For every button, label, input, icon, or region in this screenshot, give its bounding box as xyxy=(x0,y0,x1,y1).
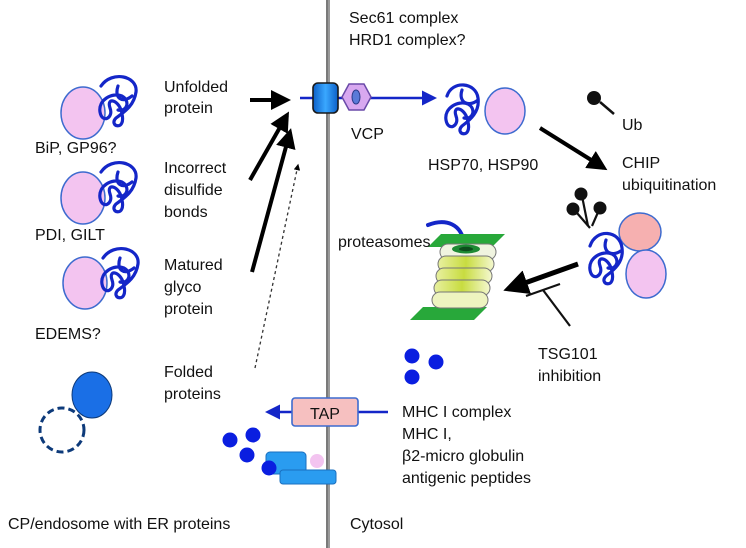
tap-label: TAP xyxy=(310,406,340,423)
unfolded-protein-icon xyxy=(444,83,480,136)
hsp-to-chip-arrow xyxy=(538,126,608,171)
bip-label: BiP, GP96? xyxy=(35,140,117,157)
unfolded-protein-icon xyxy=(100,247,140,300)
disulfide-label-1: Incorrect xyxy=(164,160,227,177)
hrd1-label: HRD1 complex? xyxy=(349,32,466,49)
hsp-chaperone-complex xyxy=(444,83,526,136)
folded-label-2: proteins xyxy=(164,386,221,403)
disulfide-arrow xyxy=(248,111,289,181)
disulfide-label-3: bonds xyxy=(164,204,208,221)
to-proteasome-arrow xyxy=(503,261,579,295)
peptide-dots-cytosol xyxy=(404,348,444,385)
mhc-label-4: antigenic peptides xyxy=(402,470,531,487)
tsg101-label-2: inhibition xyxy=(538,368,602,385)
folded-dotted-arrow xyxy=(254,163,301,369)
chip-label-2: ubiquitination xyxy=(622,177,717,194)
hsp-label: HSP70, HSP90 xyxy=(428,157,539,174)
bip-chaperone-complex xyxy=(60,75,138,140)
compartment-label: CP/endosome with ER proteins xyxy=(8,516,231,533)
vcp-label: VCP xyxy=(351,126,384,143)
glyco-label-3: protein xyxy=(164,301,213,318)
ub-label: Ub xyxy=(622,117,643,134)
unfolded-protein-icon xyxy=(98,161,138,214)
tsg101-label-1: TSG101 xyxy=(538,346,598,363)
tap-transporter xyxy=(291,397,359,427)
sec61-label: Sec61 complex xyxy=(349,10,459,27)
glyco-arrow xyxy=(250,128,296,273)
vcp-hexagon xyxy=(341,83,372,111)
mhc-label-1: MHC I complex xyxy=(402,404,512,421)
mhc-label-2: MHC I, xyxy=(402,426,452,443)
pdi-chaperone-complex xyxy=(60,161,138,225)
ubiquitin-icon xyxy=(587,91,615,115)
folded-protein-icon xyxy=(38,371,113,454)
sec61-channel xyxy=(312,82,339,114)
chip-label-1: CHIP xyxy=(622,155,661,172)
mhc-label-3: β2-micro globulin xyxy=(402,448,525,465)
cytosol-label: Cytosol xyxy=(350,516,404,533)
unfolded-label-1: Unfolded xyxy=(164,79,229,96)
disulfide-label-2: disulfide xyxy=(164,182,223,199)
proteasome-icon xyxy=(410,220,505,320)
unfolded-protein-icon xyxy=(98,75,138,128)
edems-chaperone-complex xyxy=(62,247,140,310)
ubiquitinated-complex xyxy=(566,187,667,299)
mhc-complex-icon xyxy=(222,427,337,485)
glyco-label-1: Matured xyxy=(164,257,223,274)
folded-label-1: Folded xyxy=(164,364,213,381)
pdi-label: PDI, GILT xyxy=(35,227,105,244)
tsg101-inhibition-symbol xyxy=(525,282,571,327)
unfolded-label-2: protein xyxy=(164,100,213,117)
proteasomes-label: proteasomes xyxy=(338,234,431,251)
edems-label: EDEMS? xyxy=(35,326,101,343)
glyco-label-2: glyco xyxy=(164,279,202,296)
unfolded-protein-icon xyxy=(588,231,624,286)
